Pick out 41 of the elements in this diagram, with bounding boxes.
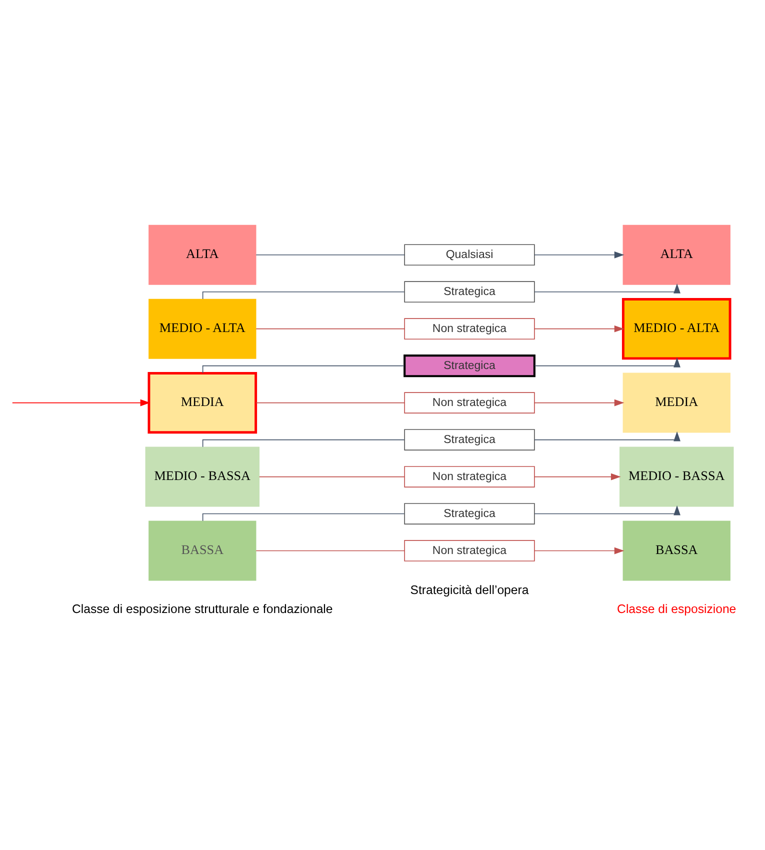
node-box: Non strategica xyxy=(404,318,535,340)
node-box: MEDIO - BASSA xyxy=(145,446,260,507)
connector xyxy=(202,439,405,448)
node-box: Non strategica xyxy=(404,392,535,414)
label: Classe di esposizione xyxy=(617,602,736,616)
node-box: Qualsiasi xyxy=(404,244,535,266)
node-box: MEDIA xyxy=(148,372,258,434)
node-box: Strategica xyxy=(404,503,535,524)
node-box: Non strategica xyxy=(404,466,535,488)
connector xyxy=(258,476,405,478)
node-box: BASSA xyxy=(148,520,256,581)
node-box: Non strategica xyxy=(404,540,535,562)
connector xyxy=(202,291,405,300)
connector xyxy=(256,550,405,552)
node-box: Strategica xyxy=(404,429,535,450)
node-box: MEDIO - BASSA xyxy=(620,446,734,507)
node-box: Strategica xyxy=(404,281,535,303)
arrow xyxy=(534,251,624,258)
node-box: ALTA xyxy=(148,224,256,285)
arrow xyxy=(534,283,680,294)
connector xyxy=(256,402,405,404)
node-box: MEDIO - ALTA xyxy=(622,298,732,360)
arrow xyxy=(12,399,150,406)
arrow xyxy=(534,505,680,516)
arrow xyxy=(534,325,624,332)
label: Strategicità dell’opera xyxy=(410,582,529,597)
node-box: MEDIO - ALTA xyxy=(148,298,256,359)
arrow xyxy=(534,473,621,480)
connector xyxy=(202,365,405,374)
connector xyxy=(256,328,405,330)
node-box: Strategica xyxy=(404,354,536,378)
arrow xyxy=(534,399,624,406)
arrow xyxy=(534,547,624,554)
arrow xyxy=(534,357,680,368)
connector xyxy=(256,254,405,256)
node-box: ALTA xyxy=(622,224,730,285)
label: Classe di esposizione strutturale e fondazionale xyxy=(72,602,333,616)
connector xyxy=(202,513,405,522)
node-box: BASSA xyxy=(622,520,730,581)
arrow xyxy=(534,431,680,442)
node-box: MEDIA xyxy=(622,372,730,433)
